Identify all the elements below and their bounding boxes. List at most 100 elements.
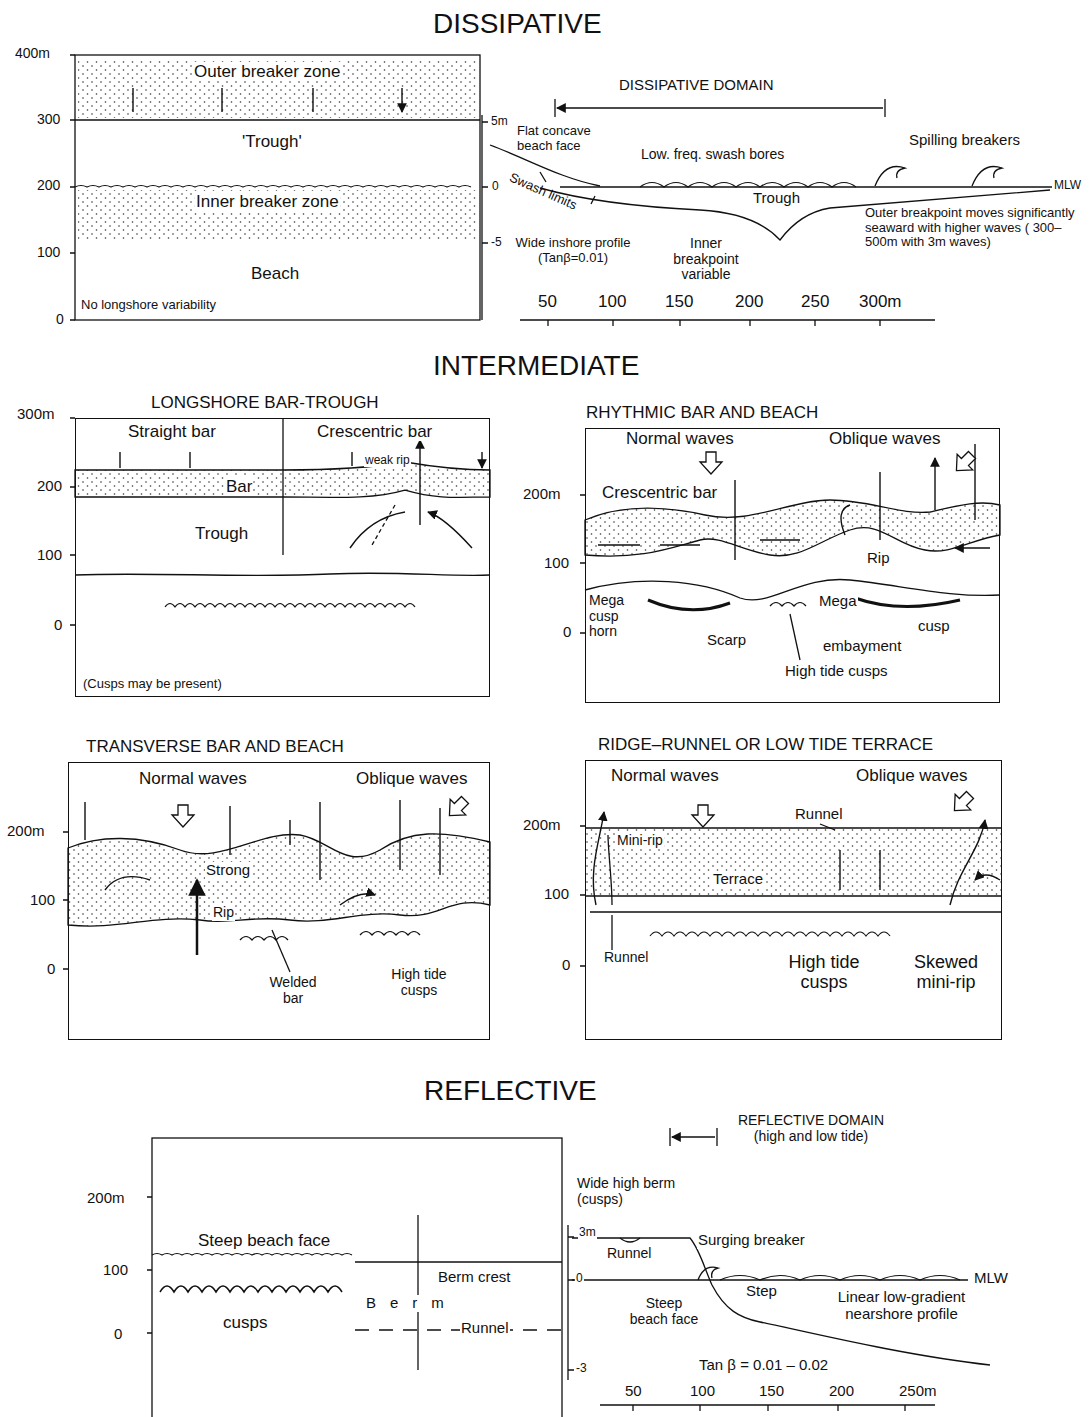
diagram-label: Linear low-gradient nearshore profile: [818, 1289, 985, 1323]
diagram-label: 0: [491, 180, 500, 193]
diagram-label: Berm crest: [437, 1269, 512, 1286]
diagram-label: 100: [543, 555, 570, 572]
wave-strokes: [165, 604, 415, 608]
diagram-label: 'Trough': [241, 132, 303, 151]
diagram-label: 200: [36, 178, 61, 194]
diagram-label: Terrace: [712, 871, 764, 888]
diagram-label: Oblique waves: [855, 766, 969, 785]
diagram-label: 50: [537, 292, 558, 311]
diagram-label: Inner breaker zone: [195, 192, 340, 211]
diagram-label: Step: [745, 1283, 778, 1300]
diagram-label: Oblique waves: [355, 769, 469, 788]
wave-strokes: [75, 186, 471, 188]
diagram-label: 200m: [86, 1190, 126, 1207]
diagram-label: -3: [575, 1362, 588, 1375]
diagram-label: Normal waves: [138, 769, 248, 788]
diagram-label: No longshore variability: [80, 298, 217, 313]
section-title: DISSIPATIVE: [432, 8, 603, 39]
diagram-label: 150: [664, 292, 694, 311]
diagram-label: Normal waves: [625, 429, 735, 448]
diagram-label: 250: [800, 292, 830, 311]
diagram-label: Spilling breakers: [908, 132, 1021, 149]
diagram-label: Mini-rip: [616, 833, 664, 849]
diagram-label: 0: [46, 961, 56, 978]
diagram-label: 50: [624, 1383, 643, 1400]
diagram-label: 150: [758, 1383, 785, 1400]
diagram-label: 0: [562, 624, 572, 641]
diagram-label: 300: [36, 112, 61, 128]
diagram-label: Flat concave beach face: [516, 124, 613, 153]
diagram-label: 100: [689, 1383, 716, 1400]
bar-panel: RIDGE–RUNNEL OR LOW TIDE TERRACE: [585, 760, 1002, 1040]
wave-strokes: [640, 183, 856, 188]
diagram-label: Welded bar: [262, 975, 324, 1006]
diagram-label: REFLECTIVE DOMAIN (high and low tide): [720, 1113, 902, 1144]
diagram-label: Straight bar: [127, 422, 217, 441]
panel-heading: LONGSHORE BAR-TROUGH: [151, 394, 379, 413]
diagram-label: Berm: [365, 1295, 459, 1312]
diagram-label: Low. freq. swash bores: [640, 147, 785, 163]
diagram-label: 0: [575, 1272, 584, 1285]
diagram-label: (Cusps may be present): [82, 677, 223, 692]
wave-strokes: [770, 603, 806, 607]
diagram-label: Crescentric bar: [316, 422, 433, 441]
diagram-label: Mega cusp horn: [588, 593, 645, 640]
diagram-label: Mega: [818, 593, 858, 610]
diagram-label: 400m: [14, 46, 51, 62]
diagram-label: embayment: [822, 638, 902, 655]
diagram-label: MLW: [1053, 179, 1082, 192]
diagram-label: 100: [102, 1262, 129, 1279]
wave-strokes: [160, 1286, 342, 1292]
diagram-label: 200: [828, 1383, 855, 1400]
wave-strokes: [152, 1254, 352, 1256]
diagram-label: Steep beach face: [628, 1296, 700, 1327]
diagram-label: -5: [490, 236, 503, 249]
diagram-label: 100: [597, 292, 627, 311]
diagram-label: 300m: [858, 292, 903, 311]
panel-heading: RIDGE–RUNNEL OR LOW TIDE TERRACE: [598, 736, 933, 755]
diagram-label: 100: [36, 245, 61, 261]
diagram-label: 0: [561, 957, 571, 974]
diagram-label: 200m: [6, 823, 46, 840]
diagram-label: 300m: [16, 406, 56, 423]
diagram-label: Skewed mini-rip: [900, 952, 992, 992]
diagram-label: 200: [734, 292, 764, 311]
diagram-label: 250m: [898, 1383, 938, 1400]
diagram-label: 0: [53, 617, 63, 634]
wave-strokes: [240, 937, 288, 941]
diagram-label: 3m: [578, 1226, 597, 1239]
diagram-label: 0: [113, 1326, 123, 1343]
diagram-label: High tide cusps: [380, 967, 458, 998]
panel-heading: TRANSVERSE BAR AND BEACH: [86, 738, 344, 757]
diagram-label: Surging breaker: [697, 1232, 806, 1249]
diagram-label: Wide high berm (cusps): [576, 1176, 678, 1207]
diagram-label: Inner breakpoint variable: [665, 236, 747, 283]
bar-panel: LONGSHORE BAR-TROUGH: [75, 418, 490, 697]
diagram-label: Outer breaker zone: [193, 62, 341, 81]
diagram-label: weak rip: [364, 454, 411, 467]
diagram-label: Runnel: [794, 806, 844, 823]
diagram-label: Steep beach face: [197, 1231, 331, 1250]
diagram-label: 100: [543, 886, 570, 903]
bar-panel: RHYTHMIC BAR AND BEACH: [585, 428, 1000, 703]
diagram-label: 0: [55, 312, 65, 328]
diagram-label: 100: [36, 547, 63, 564]
diagram-label: Oblique waves: [828, 429, 942, 448]
diagram-label: Bar: [225, 477, 253, 496]
diagram-label: High tide cusps: [784, 663, 889, 680]
diagram-label: Trough: [194, 524, 249, 543]
diagram-label: Scarp: [706, 632, 747, 649]
diagram-label: 200m: [522, 817, 562, 834]
diagram-label: Normal waves: [610, 766, 720, 785]
diagram-label: Outer breakpoint moves significantly sea…: [864, 206, 1088, 250]
diagram-label: Beach: [250, 264, 300, 283]
diagram-label: Rip: [866, 550, 891, 567]
panel-heading: RHYTHMIC BAR AND BEACH: [586, 404, 818, 423]
diagram-label: 5m: [490, 115, 509, 128]
diagram-label: 200m: [522, 486, 562, 503]
diagram-label: High tide cusps: [773, 952, 875, 992]
wave-strokes: [650, 932, 890, 936]
wave-strokes: [720, 1276, 960, 1281]
diagram-label: cusp: [917, 618, 951, 635]
diagram-label: Rip: [212, 905, 235, 921]
